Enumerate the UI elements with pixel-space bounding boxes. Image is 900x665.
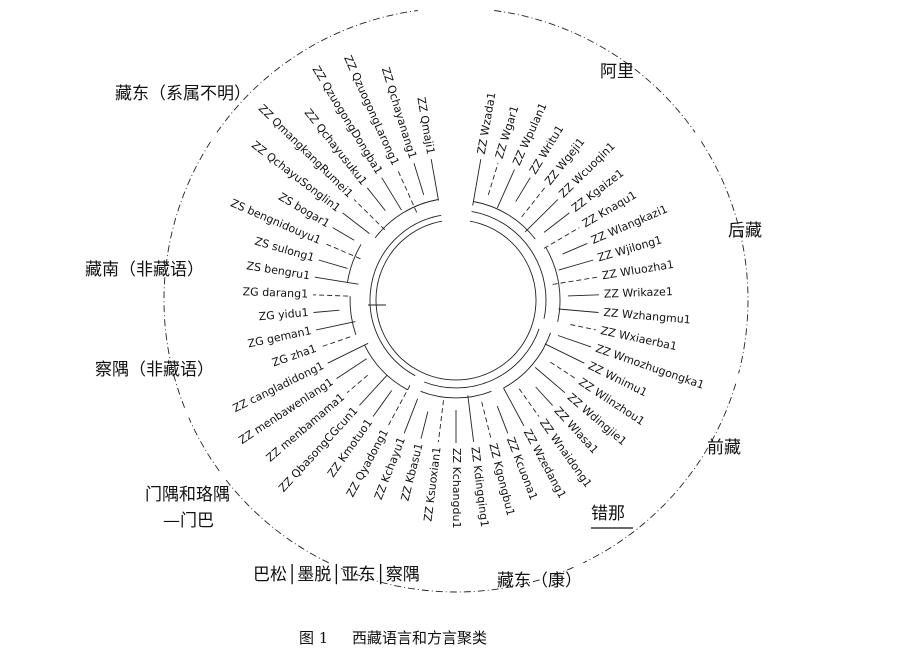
branch-zz-wgar1 xyxy=(487,163,499,196)
branch-zz-qmaji1 xyxy=(430,159,439,201)
branch-zs-bengnidouyu1 xyxy=(324,242,361,260)
group-label-menba-2: —门巴 xyxy=(163,511,214,531)
branch-zz-wcuoqin1 xyxy=(524,199,559,233)
leaf-zz-qmaji1: ZZ Qmaji1 xyxy=(414,96,437,155)
group-label-chayu: 察隅（非藏语） xyxy=(95,360,214,380)
group-label-kang: 藏东（康） xyxy=(497,571,582,591)
branch-zg-geman1 xyxy=(316,321,356,331)
group-label-menba-1: 门隅和珞隅 xyxy=(145,485,230,505)
leaf-zz-kchangdu1: ZZ Kchangdu1 xyxy=(450,448,463,528)
leaf-zz-wmozhugongka1: ZZ Wmozhugongka1 xyxy=(594,342,706,392)
group-arc-chayu xyxy=(163,276,186,408)
group-arc-houzang xyxy=(700,141,749,374)
branch-zz-kgaize1 xyxy=(543,212,570,233)
clade-east xyxy=(369,214,442,377)
group-arc-zangnan xyxy=(165,141,212,267)
group-label-ali: 阿里 xyxy=(600,62,634,82)
group-arc-zangdong xyxy=(216,10,418,133)
branch-zz-wxiaerba1 xyxy=(570,324,596,331)
branch-zz-qmangkangrumei1 xyxy=(353,199,386,231)
group-label-basong: 巴松│墨脱│亚东│察隅 xyxy=(253,564,420,585)
branch-zz-wlasa1 xyxy=(535,386,553,406)
leaf-zg-yidu1: ZG yidu1 xyxy=(258,306,309,323)
branch-zz-wmozhugongka1 xyxy=(557,335,592,348)
branch-zz-qchayusonglin1 xyxy=(342,212,370,234)
branch-zz-wpulan1 xyxy=(496,169,515,209)
group-label-zangdong: 藏东（系属不明） xyxy=(115,84,251,104)
branch-zz-qchayanang1 xyxy=(413,163,425,196)
group-label-houzang: 后藏 xyxy=(728,221,762,241)
branch-zz-kgongbu1 xyxy=(481,401,492,439)
branch-zs-sulong1 xyxy=(318,259,348,269)
branch-zz-wlangkazi1 xyxy=(562,242,588,255)
group-arc-cuona xyxy=(549,566,574,577)
branch-zz-ksuoxian1 xyxy=(437,400,444,442)
clade-qianzang xyxy=(503,332,551,389)
leaf-zz-wzhangmu1: ZZ Wzhangmu1 xyxy=(603,306,691,327)
group-arc-ali xyxy=(494,10,696,133)
branch-zz-wjilong1 xyxy=(558,259,594,271)
clade-zangnan xyxy=(346,244,362,283)
branch-zz-kmotuo1 xyxy=(372,390,393,417)
group-arcs xyxy=(163,10,749,593)
branch-zz-kbasu1 xyxy=(420,411,429,439)
group-arc-kang xyxy=(338,566,540,593)
branch-zz-wzedang1 xyxy=(503,387,525,427)
clade-chayu xyxy=(349,296,357,335)
branch-zg-zha1 xyxy=(320,336,351,348)
leaf-zs-bengru1: ZS bengru1 xyxy=(246,259,311,282)
group-arc-qianzang xyxy=(583,383,737,564)
clade-ali xyxy=(473,201,536,240)
clade-houzang xyxy=(545,247,561,322)
branch-zz-menbamama1 xyxy=(346,374,368,394)
branch-zz-qzuogonglarong1 xyxy=(397,169,418,213)
group-arc-basong xyxy=(225,479,329,564)
branch-zz-qbasongcgcun1 xyxy=(359,374,388,406)
leaf-zz-wrikaze1: ZZ Wrikaze1 xyxy=(604,285,673,300)
group-label-zangnan: 藏南（非藏语） xyxy=(85,260,204,280)
branch-zz-wnaidong1 xyxy=(518,388,540,417)
branch-zz-wluozha1 xyxy=(552,276,598,285)
leaf-zz-ksuoxian1: ZZ Ksuoxian1 xyxy=(421,446,443,522)
branch-zz-qzuogongdongba1 xyxy=(381,177,402,211)
tree-branches xyxy=(313,159,599,443)
branch-zz-wzhangmu1 xyxy=(558,308,599,313)
branch-zs-bogar1 xyxy=(332,227,355,241)
clade-west xyxy=(471,210,547,319)
clade-kang xyxy=(420,390,492,399)
clade-centre xyxy=(423,328,540,389)
leaf-zz-kdingqing1: ZZ Kdingqing1 xyxy=(468,446,491,528)
branch-zg-darang1 xyxy=(313,294,349,297)
clade-root xyxy=(375,220,537,381)
branch-zs-bengru1 xyxy=(314,276,359,285)
leaf-zz-wzada1: ZZ Wzada1 xyxy=(475,91,499,155)
group-arc-menba xyxy=(188,417,220,472)
branch-zz-qchayusuku1 xyxy=(366,187,386,211)
clade-zangdong xyxy=(374,199,439,239)
branch-zz-wlinzhou1 xyxy=(550,361,576,379)
clade-basong-menba xyxy=(364,344,408,391)
branch-zz-kchayu1 xyxy=(403,398,419,434)
branch-zz-wrikaze1 xyxy=(567,294,599,297)
leaf-zg-darang1: ZG darang1 xyxy=(242,285,308,300)
branch-zz-wdingjie1 xyxy=(534,367,566,394)
branch-zz-knaqu1 xyxy=(543,227,580,249)
group-label-cuona: 错那 xyxy=(591,504,625,524)
branch-zg-yidu1 xyxy=(313,309,340,313)
branch-zz-wgeji1 xyxy=(521,187,546,218)
figure-title: 西藏语言和方言聚类 xyxy=(352,629,487,647)
branch-zz-kdingqing1 xyxy=(467,395,475,442)
branch-zz-cangladidong1 xyxy=(327,342,369,364)
branch-zz-wzada1 xyxy=(472,159,482,206)
branch-zz-wnimu1 xyxy=(544,343,585,364)
branch-zz-writu1 xyxy=(515,177,531,202)
branch-zz-menbawenlang1 xyxy=(336,358,367,379)
leaf-zz-wluozha1: ZZ Wluozha1 xyxy=(601,258,675,282)
group-label-qianzang: 前藏 xyxy=(707,438,741,458)
branch-zz-kcuona1 xyxy=(496,406,509,434)
figure-number: 图 1 xyxy=(299,629,328,647)
